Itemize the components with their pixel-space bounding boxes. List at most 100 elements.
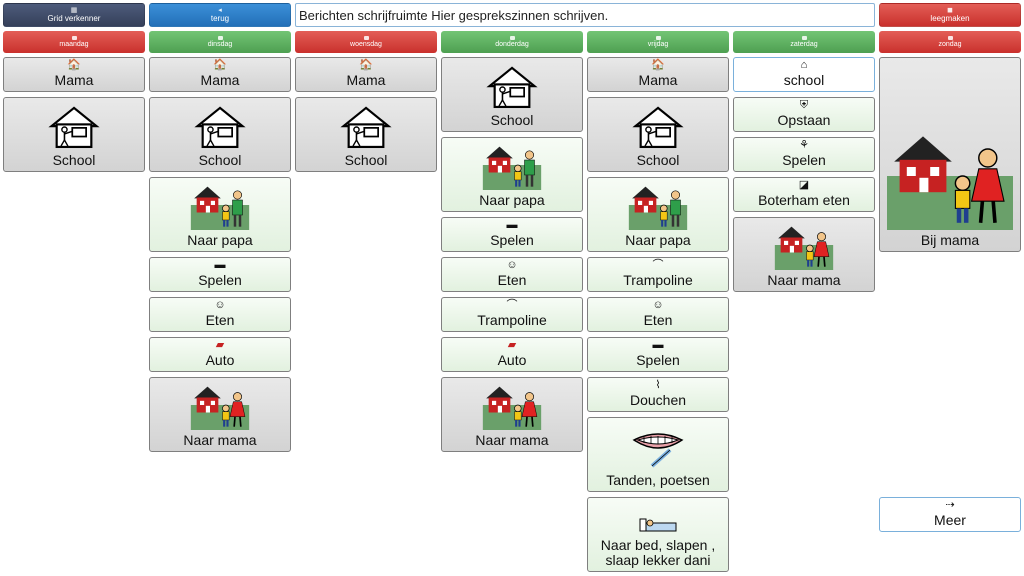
cell-opstaan[interactable]: ⛨ Opstaan <box>733 97 875 132</box>
cell-label: Naar papa <box>479 192 545 208</box>
family-dad-icon <box>482 140 542 190</box>
cell-naar-mama[interactable]: Naar mama <box>149 377 291 452</box>
car-icon: ▰ <box>215 339 225 351</box>
family-mom-icon <box>885 122 1015 230</box>
cell-mama[interactable]: 🏠 Mama <box>587 57 729 92</box>
cell-bij-mama[interactable]: Bij mama <box>879 57 1021 252</box>
day-header-monday[interactable]: maandag <box>3 31 145 53</box>
cell-label: Naar mama <box>475 432 549 448</box>
cell-spelen[interactable]: ▬ Spelen <box>441 217 583 252</box>
cell-label-line1: Naar bed, slapen , <box>600 537 716 553</box>
cell-spelen[interactable]: ⚘ Spelen <box>733 137 875 172</box>
cell-douchen[interactable]: ⌇ Douchen <box>587 377 729 412</box>
school-house-icon <box>194 104 246 150</box>
day-label: woensdag <box>350 41 382 48</box>
cell-trampoline[interactable]: ⌒ Trampoline <box>441 297 583 332</box>
cell-label: Naar mama <box>183 432 257 448</box>
cell-naar-papa[interactable]: Naar papa <box>441 137 583 212</box>
cell-naar-mama[interactable]: Naar mama <box>441 377 583 452</box>
cell-label: Bij mama <box>920 232 980 248</box>
day-icon <box>509 36 515 40</box>
message-bar[interactable]: Berichten schrijfruimte Hier gesprekszin… <box>295 3 875 27</box>
cell-label: Eten <box>205 312 235 328</box>
cell-school[interactable]: School <box>441 57 583 132</box>
cell-naar-papa[interactable]: Naar papa <box>587 177 729 252</box>
cell-school[interactable]: School <box>587 97 729 172</box>
back-label: terug <box>210 14 230 23</box>
day-icon <box>71 36 77 40</box>
grid-icon: ▦ <box>70 7 78 14</box>
day-label: donderdag <box>495 41 529 48</box>
back-button[interactable]: ◂ terug <box>149 3 291 27</box>
cell-naar-papa[interactable]: Naar papa <box>149 177 291 252</box>
cell-eten[interactable]: ☺ Eten <box>587 297 729 332</box>
cell-naar-mama[interactable]: Naar mama <box>733 217 875 292</box>
family-mom-icon <box>774 220 834 270</box>
message-text: Berichten schrijfruimte Hier gesprekszin… <box>299 8 609 23</box>
family-dad-icon <box>628 180 688 230</box>
cell-label: School <box>490 112 534 128</box>
cell-label: school <box>783 72 825 88</box>
cell-eten[interactable]: ☺ Eten <box>149 297 291 332</box>
grid-explorer-button[interactable]: ▦ Grid verkenner <box>3 3 145 27</box>
family-mom-icon <box>190 380 250 430</box>
cell-school[interactable]: School <box>295 97 437 172</box>
cell-label: Eten <box>497 272 527 288</box>
day-icon <box>363 36 369 40</box>
day-header-sunday[interactable]: zondag <box>879 31 1021 53</box>
cell-label-line2: slaap lekker dani <box>605 552 711 568</box>
day-header-wednesday[interactable]: woensdag <box>295 31 437 53</box>
back-arrow-icon: ◂ <box>218 7 222 14</box>
day-icon <box>801 36 807 40</box>
day-header-thursday[interactable]: donderdag <box>441 31 583 53</box>
game-console-icon: ▬ <box>214 259 226 271</box>
cell-auto[interactable]: ▰ Auto <box>149 337 291 372</box>
day-header-tuesday[interactable]: dinsdag <box>149 31 291 53</box>
cell-label: School <box>52 152 96 168</box>
cell-school[interactable]: School <box>149 97 291 172</box>
cell-label: School <box>198 152 242 168</box>
grid-explorer-label: Grid verkenner <box>47 14 101 23</box>
cell-school[interactable]: School <box>3 97 145 172</box>
cell-naar-bed[interactable]: Naar bed, slapen , slaap lekker dani <box>587 497 729 572</box>
school-house-icon <box>632 104 684 150</box>
cell-mama[interactable]: 🏠 Mama <box>3 57 145 92</box>
cell-school[interactable]: ⌂ school <box>733 57 875 92</box>
cell-tanden-poetsen[interactable]: Tanden, poetsen <box>587 417 729 492</box>
cell-auto[interactable]: ▰ Auto <box>441 337 583 372</box>
cell-mama[interactable]: 🏠 Mama <box>149 57 291 92</box>
cell-label: Spelen <box>198 272 242 288</box>
cell-spelen[interactable]: ▬ Spelen <box>149 257 291 292</box>
cell-label: Spelen <box>782 152 826 168</box>
cell-mama[interactable]: 🏠 Mama <box>295 57 437 92</box>
more-button[interactable]: ⇢ Meer <box>879 497 1021 532</box>
cell-label: Naar mama <box>767 272 841 288</box>
cell-label: Naar papa <box>625 232 691 248</box>
get-up-icon: ⛨ <box>799 99 809 111</box>
cell-label: School <box>344 152 388 168</box>
cell-eten[interactable]: ☺ Eten <box>441 257 583 292</box>
day-header-friday[interactable]: vrijdag <box>587 31 729 53</box>
trampoline-icon: ⌒ <box>506 299 518 311</box>
cell-label: Spelen <box>636 352 680 368</box>
cell-trampoline[interactable]: ⌒ Trampoline <box>587 257 729 292</box>
cell-label: Mama <box>54 72 94 88</box>
house-family-icon: 🏠 <box>67 59 81 71</box>
day-header-saturday[interactable]: zaterdag <box>733 31 875 53</box>
clear-button[interactable]: ◼ leegmaken <box>879 3 1021 27</box>
game-console-icon: ▬ <box>506 219 518 231</box>
car-icon: ▰ <box>507 339 517 351</box>
cell-label: Auto <box>205 352 235 368</box>
cell-boterham-eten[interactable]: ◪ Boterham eten <box>733 177 875 212</box>
cell-label: Trampoline <box>623 272 693 288</box>
day-icon <box>217 36 223 40</box>
school-house-icon <box>340 104 392 150</box>
eating-icon: ☺ <box>214 299 226 311</box>
cell-label: School <box>636 152 680 168</box>
day-icon <box>947 36 953 40</box>
cell-label: Boterham eten <box>758 192 850 208</box>
cell-spelen[interactable]: ▬ Spelen <box>587 337 729 372</box>
day-label: maandag <box>59 41 89 48</box>
cell-label: Naar papa <box>187 232 253 248</box>
day-label: zondag <box>938 41 962 48</box>
